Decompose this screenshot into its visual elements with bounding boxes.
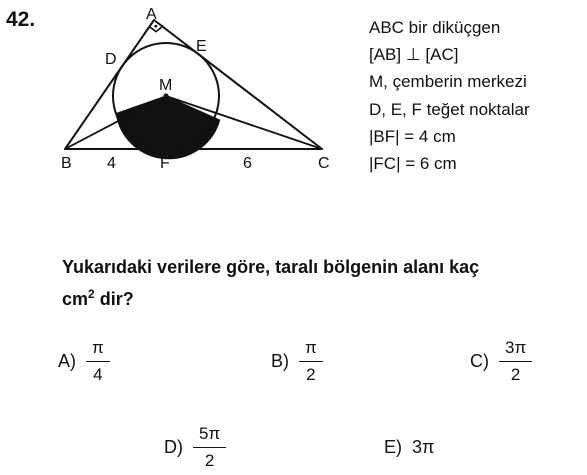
segment-mb xyxy=(64,95,167,150)
option-a[interactable]: A) π 4 xyxy=(58,338,110,385)
label-b: B xyxy=(61,155,72,172)
right-angle-mark xyxy=(148,20,165,33)
option-e[interactable]: E) 3π xyxy=(384,437,434,458)
prompt-unit: cm xyxy=(62,289,89,309)
label-a: A xyxy=(146,6,157,23)
option-d-numerator: 5π xyxy=(193,424,227,448)
given-item: M, çemberin merkezi xyxy=(369,72,527,92)
given-item: ABC bir diküçgen xyxy=(369,18,501,37)
question-prompt: Yukarıdaki verilere göre, taralı bölgeni… xyxy=(62,251,582,315)
prompt-exponent: 2 xyxy=(88,287,95,301)
option-c[interactable]: C) 3π 2 xyxy=(470,338,533,385)
option-b-denominator: 2 xyxy=(306,365,316,384)
option-d-label: D) xyxy=(164,437,183,457)
option-e-value: 3π xyxy=(412,437,435,457)
option-d[interactable]: D) 5π 2 xyxy=(164,424,227,471)
option-a-label: A) xyxy=(58,351,76,371)
option-c-fraction: 3π 2 xyxy=(499,338,533,385)
segment-mc xyxy=(165,95,323,150)
label-f: F xyxy=(160,155,170,172)
option-e-label: E) xyxy=(384,437,402,457)
option-d-fraction: 5π 2 xyxy=(193,424,227,471)
center-point xyxy=(163,93,169,99)
given-item: [AB] ⊥ [AC] xyxy=(369,45,459,65)
option-b[interactable]: B) π 2 xyxy=(271,338,323,385)
label-length-bf: 4 xyxy=(107,155,116,172)
option-a-denominator: 4 xyxy=(93,365,103,384)
option-b-fraction: π 2 xyxy=(299,338,323,385)
triangle-abc xyxy=(64,19,323,150)
givens-list: ABC bir diküçgen [AB] ⊥ [AC] M, çemberin… xyxy=(369,14,530,177)
option-b-numerator: π xyxy=(299,338,323,362)
option-a-numerator: π xyxy=(86,338,110,362)
option-c-numerator: 3π xyxy=(499,338,533,362)
label-length-fc: 6 xyxy=(243,155,252,172)
prompt-text: Yukarıdaki verilere göre, taralı bölgeni… xyxy=(62,257,480,277)
option-b-label: B) xyxy=(271,351,289,371)
given-item: D, E, F teğet noktalar xyxy=(369,99,530,119)
label-c: C xyxy=(318,155,330,172)
question-number: 42. xyxy=(6,8,36,31)
label-m: M xyxy=(159,77,172,94)
option-c-denominator: 2 xyxy=(510,365,521,384)
option-c-label: C) xyxy=(470,351,489,371)
given-item: |BF| = 4 cm xyxy=(369,126,456,146)
option-d-denominator: 2 xyxy=(204,451,215,470)
given-item: |FC| = 6 cm xyxy=(369,154,457,174)
geometry-figure: A B C D E F M 4 6 xyxy=(61,6,330,172)
prompt-end: dir? xyxy=(94,289,134,309)
option-a-fraction: π 4 xyxy=(86,338,110,385)
label-e: E xyxy=(196,38,207,55)
label-d: D xyxy=(105,51,117,68)
right-angle-dot xyxy=(154,24,158,28)
